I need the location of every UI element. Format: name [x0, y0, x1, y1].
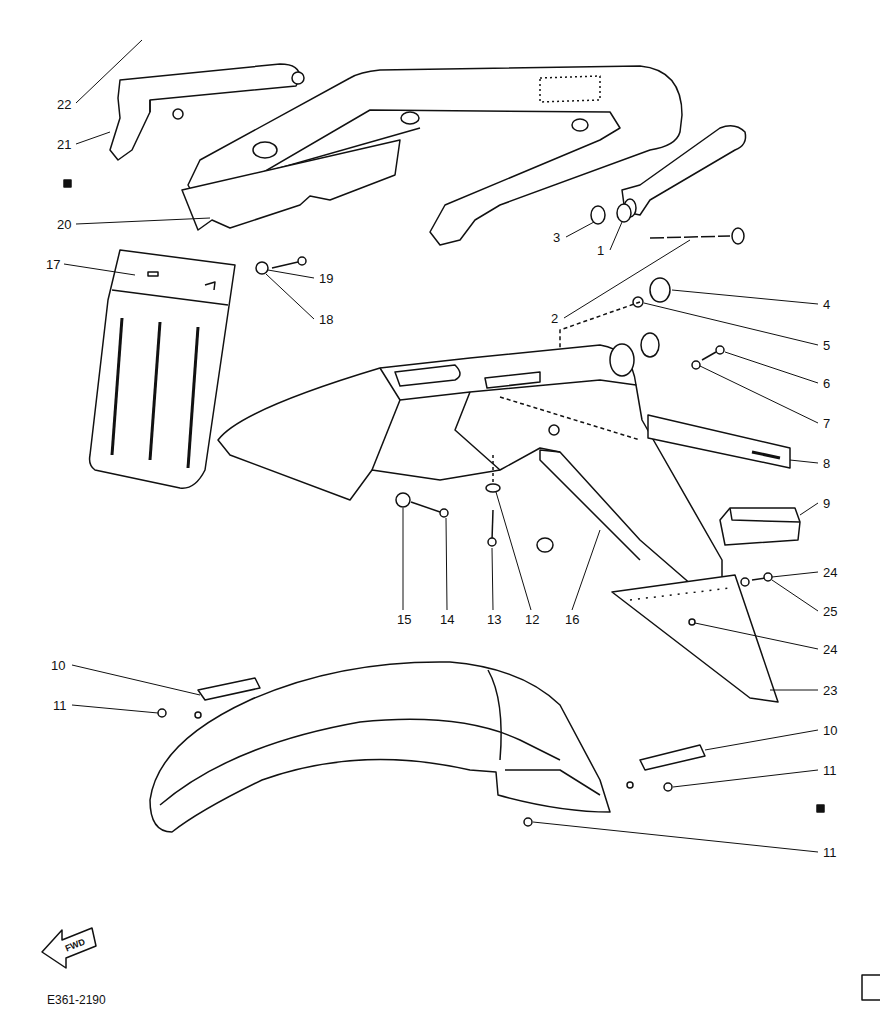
- callout-number: 25: [822, 605, 838, 618]
- callout-number: 11: [52, 699, 68, 712]
- figure-code: E361-2190: [46, 994, 107, 1006]
- callout-number: 5: [822, 339, 831, 352]
- callout-number: 6: [822, 377, 831, 390]
- bolt-head: [732, 228, 744, 244]
- callout-number: 24: [822, 566, 838, 579]
- fwd-arrow: [42, 928, 96, 968]
- callout-number: 9: [822, 497, 831, 510]
- guard-plate: [182, 140, 400, 230]
- rubber-mount: [641, 333, 659, 357]
- callout-number: 20: [56, 218, 72, 231]
- rear-fender: [218, 345, 722, 598]
- callout-number: 1: [596, 244, 605, 257]
- callout-number: 10: [50, 659, 66, 672]
- callout-number: 17: [45, 258, 61, 271]
- callout-number: 8: [822, 457, 831, 470]
- callout-number: 13: [486, 613, 502, 626]
- rubber-mount: [650, 278, 670, 302]
- rubber-mount: [610, 344, 634, 376]
- washer: [591, 206, 605, 224]
- marker-square: [64, 180, 71, 187]
- callout-number: 11: [822, 764, 838, 777]
- washer: [617, 204, 631, 222]
- callout-number: 19: [318, 272, 334, 285]
- callout-number: 11: [822, 846, 838, 859]
- callout-number: 12: [524, 613, 540, 626]
- callout-number: 2: [550, 312, 559, 325]
- washer: [486, 484, 500, 492]
- leader-lines: [64, 40, 818, 852]
- callout-number: 3: [552, 231, 561, 244]
- callout-number: 7: [822, 417, 831, 430]
- callout-number: 23: [822, 684, 838, 697]
- right-grab-bar: [622, 126, 746, 217]
- washer: [256, 262, 268, 274]
- rubber-mount: [537, 538, 553, 552]
- callout-number: 15: [396, 613, 412, 626]
- callout-number: 10: [822, 724, 838, 737]
- callout-number: 24: [822, 643, 838, 656]
- reflector: [720, 508, 800, 545]
- bracket: [648, 415, 790, 468]
- callout-number: 21: [56, 138, 72, 151]
- callout-number: 18: [318, 313, 334, 326]
- corner-box: [862, 975, 880, 1000]
- callout-number: 16: [564, 613, 580, 626]
- washer: [396, 493, 410, 507]
- callout-number: 14: [439, 613, 455, 626]
- front-fender: [150, 662, 705, 832]
- left-grab-bar: [110, 64, 304, 160]
- callout-number: 4: [822, 298, 831, 311]
- callout-number: 22: [56, 98, 72, 111]
- marker-square: [817, 805, 824, 812]
- mud-flap: [90, 250, 235, 488]
- rear-flap: [612, 575, 778, 702]
